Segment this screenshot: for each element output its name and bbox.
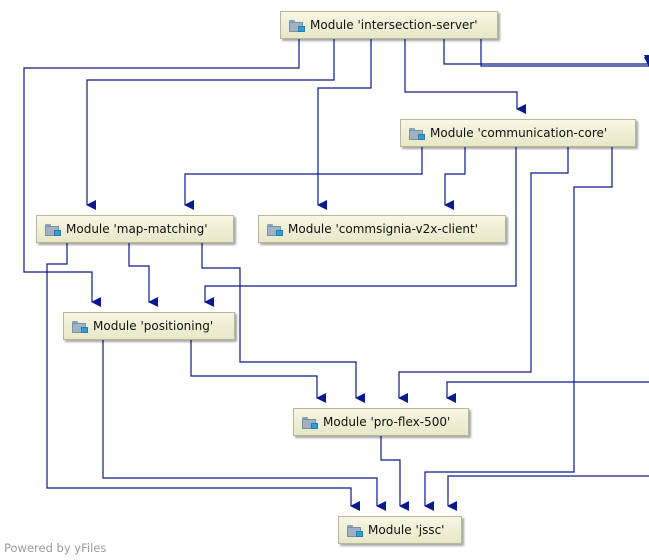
edge-positioning-to-jssc [102, 340, 386, 511]
module-icon [302, 416, 319, 429]
powered-by-footer: Powered by yFiles [4, 541, 107, 555]
module-node-communication-core[interactable]: Module 'communication-core' [400, 119, 636, 147]
module-label: Module 'pro-flex-500' [323, 415, 451, 429]
module-node-positioning[interactable]: Module 'positioning' [63, 312, 235, 340]
module-label: Module 'intersection-server' [310, 18, 478, 32]
edge-right-to-proflex [446, 381, 649, 403]
edge-right-to-jssc [447, 475, 649, 511]
edge-commcore-to-jssc [424, 147, 613, 511]
edge-commcore-to-proflex [398, 147, 569, 403]
edge-commcore-to-positioning [204, 147, 517, 307]
module-icon [289, 19, 306, 32]
module-label: Module 'jssc' [368, 523, 445, 537]
edge-commcore-to-v2x [444, 147, 466, 210]
edge-intersection-to-commcore [404, 39, 526, 114]
module-icon [72, 320, 89, 333]
edge-intersection-to-jssc [480, 39, 649, 67]
module-label: Module 'positioning' [93, 319, 214, 333]
edge-intersection-to-proflex [443, 39, 649, 65]
edge-intersection-to-positioning [23, 39, 300, 307]
edge-intersection-to-v2x [317, 39, 372, 210]
edge-proflex-to-jssc [380, 436, 409, 511]
module-node-intersection-server[interactable]: Module 'intersection-server' [280, 11, 498, 39]
edge-map-matching-to-proflex [201, 243, 365, 403]
edge-intersection-to-map-matching [86, 39, 335, 210]
module-label: Module 'communication-core' [430, 126, 608, 140]
edge-positioning-to-proflex [190, 340, 326, 403]
edge-map-matching-to-jssc [46, 243, 360, 511]
edge-map-matching-to-positioning [128, 243, 158, 307]
edge-commcore-to-map-matching [184, 147, 423, 210]
module-icon [409, 127, 426, 140]
module-label: Module 'commsignia-v2x-client' [288, 222, 478, 236]
module-icon [267, 223, 284, 236]
module-icon [45, 223, 62, 236]
module-node-commsignia-v2x-client[interactable]: Module 'commsignia-v2x-client' [258, 215, 506, 243]
module-node-jssc[interactable]: Module 'jssc' [338, 516, 462, 544]
module-icon [347, 524, 364, 537]
module-label: Module 'map-matching' [66, 222, 208, 236]
module-node-pro-flex-500[interactable]: Module 'pro-flex-500' [293, 408, 469, 436]
module-node-map-matching[interactable]: Module 'map-matching' [36, 215, 234, 243]
